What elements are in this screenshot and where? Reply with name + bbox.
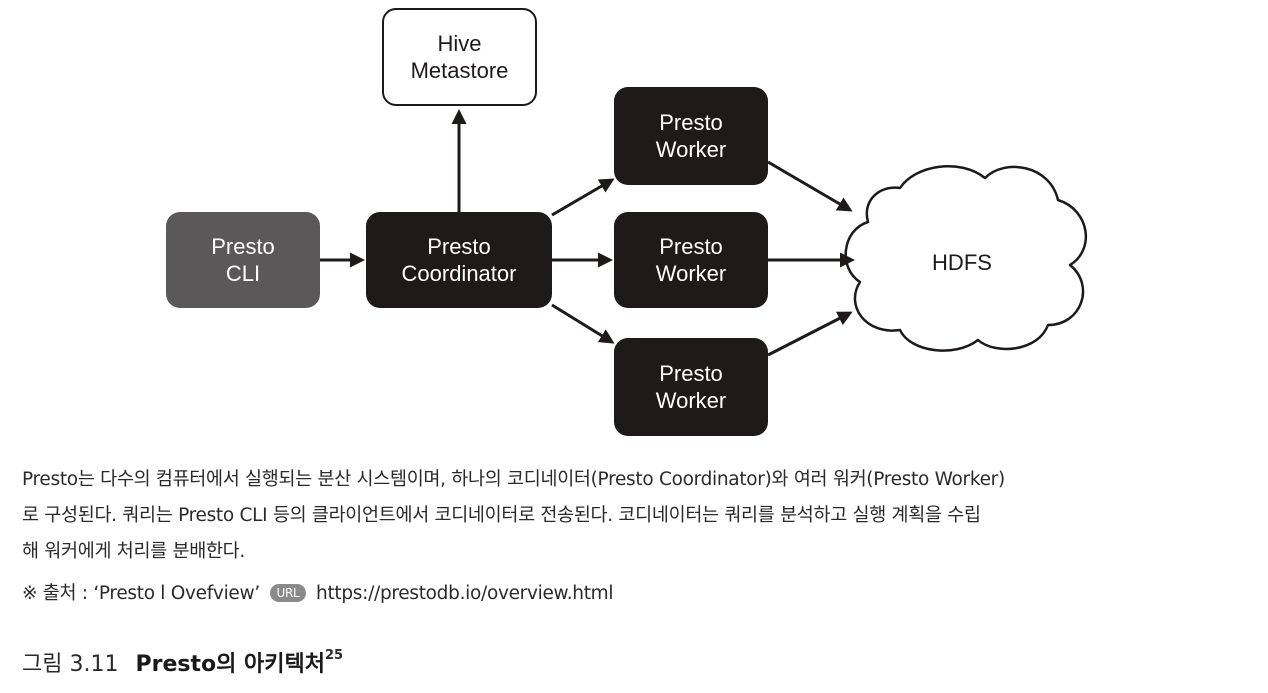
figure-number: 그림 3.11	[22, 652, 119, 677]
diagram-connectors	[320, 109, 1088, 357]
footnote-marker: 25	[324, 648, 344, 663]
arrow-worker-top-to-hdfs	[767, 160, 853, 212]
description-line-2: 로 구성된다. 쿼리는 Presto CLI 등의 클라이언트에서 코디네이터로…	[22, 505, 981, 526]
url-badge: URL	[269, 584, 307, 602]
presto-cli-node: Presto CLI	[166, 212, 320, 308]
figure-description: Presto는 다수의 컴퓨터에서 실행되는 분산 시스템이며, 하나의 코디네…	[22, 462, 1242, 570]
hive-metastore-line-2: Metastore	[410, 58, 509, 83]
presto-worker-mid-line-1: Presto	[659, 234, 723, 259]
arrow-coordinator-to-worker-bot	[551, 303, 615, 344]
description-line-1: Presto는 다수의 컴퓨터에서 실행되는 분산 시스템이며, 하나의 코디네…	[22, 469, 1005, 490]
hive-metastore-node: Hive Metastore	[382, 8, 537, 106]
presto-cli-line-1: Presto	[211, 234, 275, 259]
source-url-link[interactable]: https://prestodb.io/overview.html	[316, 583, 614, 604]
presto-worker-mid-line-2: Worker	[655, 261, 727, 286]
arrow-coordinator-to-worker-top	[551, 178, 615, 217]
presto-coordinator-node: Presto Coordinator	[366, 212, 552, 308]
presto-worker-top-line-2: Worker	[655, 137, 727, 162]
source-prefix: ※ 출처 : ‘Presto l Ovefview’	[22, 583, 260, 604]
presto-cli-line-2: CLI	[225, 261, 261, 286]
presto-coordinator-line-1: Presto	[427, 234, 491, 259]
presto-architecture-diagram: Hive Metastore Presto CLI Presto Coordin…	[166, 8, 1088, 436]
presto-worker-bot-line-2: Worker	[655, 388, 727, 413]
description-line-3: 해 워커에게 처리를 분배한다.	[22, 541, 245, 562]
presto-coordinator-line-2: Coordinator	[401, 261, 517, 286]
presto-worker-mid-node: Presto Worker	[614, 212, 768, 308]
presto-worker-top-line-1: Presto	[659, 110, 723, 135]
figure-caption: 그림 3.11 Presto의 아키텍처25	[22, 640, 343, 681]
hdfs-label: HDFS	[932, 250, 992, 275]
presto-worker-bot-line-1: Presto	[659, 361, 723, 386]
figure-title: Presto의 아키텍처	[135, 652, 325, 677]
presto-worker-bot-node: Presto Worker	[614, 338, 768, 436]
presto-worker-top-node: Presto Worker	[614, 87, 768, 185]
source-note: ※ 출처 : ‘Presto l Ovefview’ URL https://p…	[22, 580, 614, 608]
arrow-worker-bot-to-hdfs	[767, 311, 853, 357]
hive-metastore-line-1: Hive	[437, 31, 482, 56]
